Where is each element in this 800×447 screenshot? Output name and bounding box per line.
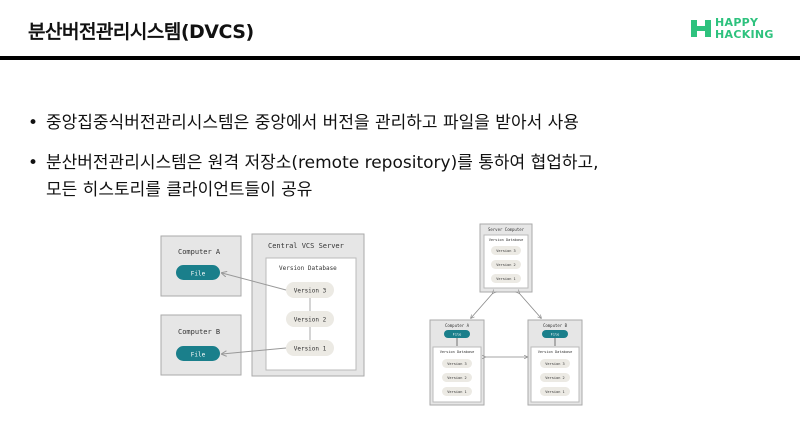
slide-title: 분산버전관리시스템(DVCS) [28, 21, 254, 43]
dvcs-computer-a-label: Computer A [445, 323, 470, 328]
dvcs-b-version-label-3: Version 3 [545, 362, 564, 366]
computer-a-label: Computer A [178, 248, 221, 256]
logo-mark-icon [691, 20, 711, 37]
header-divider [0, 56, 800, 60]
file-pill-a [176, 265, 220, 280]
bullet-text-continued: 모든 히스토리를 클라이언트들이 공유 [46, 180, 313, 200]
version-label-2: Version 2 [294, 317, 327, 324]
dvcs-b-version-pill-2 [540, 373, 570, 382]
version-pill-2 [286, 311, 334, 327]
server-version-pill-1 [491, 274, 521, 283]
computer-b-box [160, 314, 242, 376]
server-version-label-3: Version 3 [496, 249, 515, 253]
dvcs-b-version-label-1: Version 1 [545, 390, 564, 394]
central-vcs-diagram: Computer A File Computer B File Central … [160, 233, 365, 377]
bullet-text: 분산버전관리시스템은 원격 저장소(remote repository)를 통하… [46, 153, 599, 173]
distributed-vcs-diagram: Server Computer Version Database Version… [429, 223, 583, 406]
logo-text-hacking: HACKING [715, 28, 774, 41]
central-server-label: Central VCS Server [268, 242, 344, 250]
bullet-dot: • [28, 113, 39, 133]
server-version-pill-3 [491, 246, 521, 255]
bullet-item-distributed: • 분산버전관리시스템은 원격 저장소(remote repository)를 … [28, 150, 599, 204]
version-label-1: Version 1 [294, 346, 327, 353]
computer-b-label: Computer B [178, 328, 220, 336]
bullet-text: 중앙집중식버전관리시스템은 중앙에서 버전을 관리하고 파일을 받아서 사용 [46, 113, 579, 133]
version-pill-1 [286, 340, 334, 356]
dvcs-b-version-pill-3 [540, 359, 570, 368]
happy-hacking-logo: HAPPY HACKING [690, 16, 782, 42]
dvcs-a-version-pill-3 [442, 359, 472, 368]
version-label-3: Version 3 [294, 288, 327, 295]
file-pill-b [176, 346, 220, 361]
dvcs-b-version-label-2: Version 2 [545, 376, 564, 380]
dvcs-file-label-a: File [453, 333, 462, 337]
dvcs-file-pill-a [444, 330, 470, 338]
checkout-arrow-a [222, 273, 287, 291]
dvcs-computer-b-label: Computer B [543, 323, 568, 328]
version-pill-3 [286, 282, 334, 298]
dvcs-a-version-pill-2 [442, 373, 472, 382]
bullet-list: • 중앙집중식버전관리시스템은 중앙에서 버전을 관리하고 파일을 받아서 사용… [28, 110, 599, 217]
file-label-a: File [191, 271, 206, 278]
dvcs-a-version-label-2: Version 2 [447, 376, 466, 380]
dvcs-a-version-pill-1 [442, 387, 472, 396]
sync-arrow-server-a [471, 293, 493, 318]
server-version-label-1: Version 1 [496, 277, 515, 281]
server-version-pill-2 [491, 260, 521, 269]
file-label-b: File [191, 352, 206, 359]
server-database-label: Version Database [489, 238, 524, 242]
dvcs-database-label-a: Version Database [440, 350, 475, 354]
bullet-dot: • [28, 153, 39, 173]
dvcs-a-version-label-1: Version 1 [447, 390, 466, 394]
sync-arrow-server-b [519, 293, 541, 318]
server-computer-label: Server Computer [488, 227, 525, 232]
dvcs-a-version-label-3: Version 3 [447, 362, 466, 366]
bullet-item-centralized: • 중앙집중식버전관리시스템은 중앙에서 버전을 관리하고 파일을 받아서 사용 [28, 110, 599, 137]
dvcs-database-label-b: Version Database [538, 350, 573, 354]
dvcs-file-pill-b [542, 330, 568, 338]
checkout-arrow-b [222, 347, 287, 354]
logo-text-happy: HAPPY [715, 16, 759, 29]
dvcs-b-version-pill-1 [540, 387, 570, 396]
version-database-label: Version Database [279, 265, 337, 272]
server-version-label-2: Version 2 [496, 263, 515, 267]
dvcs-file-label-b: File [551, 333, 560, 337]
